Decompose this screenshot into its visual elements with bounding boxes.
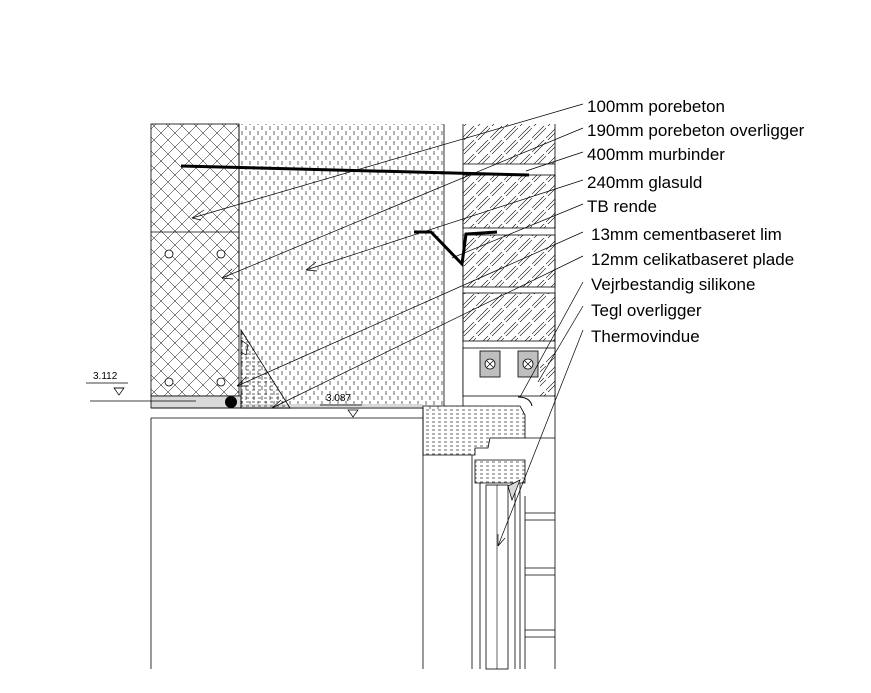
level-marker-left: 3.112 xyxy=(86,371,128,396)
label-400mm-murbinder: 400mm murbinder xyxy=(587,145,725,164)
leader-lines xyxy=(90,103,584,547)
callout-labels: 100mm porebeton 190mm porebeton overligg… xyxy=(587,97,805,346)
label-tegl-overligger: Tegl overligger xyxy=(591,301,702,320)
glasuld-insulation xyxy=(238,124,445,409)
lower-brick-stack xyxy=(524,437,555,669)
tegl-overligger xyxy=(462,347,556,397)
label-100mm-porebeton: 100mm porebeton xyxy=(587,97,725,116)
label-thermovindue: Thermovindue xyxy=(591,327,700,346)
cement-lim-wedge xyxy=(240,328,291,409)
label-240mm-glasuld: 240mm glasuld xyxy=(587,173,702,192)
outer-brick-wall xyxy=(462,124,556,669)
inner-porebeton-block xyxy=(150,123,240,397)
interior-wall-lines xyxy=(150,408,424,669)
thermovindue-frame xyxy=(422,405,526,670)
tb-rende-profile xyxy=(414,230,498,268)
label-tb-rende: TB rende xyxy=(587,197,657,216)
label-12mm-celikatbaseret-plade: 12mm celikatbaseret plade xyxy=(591,250,794,269)
level-left-text: 3.112 xyxy=(93,371,118,382)
level-marker-right: 3.087 xyxy=(320,393,362,418)
silikone-joint xyxy=(517,396,533,407)
level-right-text: 3.087 xyxy=(326,393,351,404)
label-190mm-porebeton-overligger: 190mm porebeton overligger xyxy=(587,121,805,140)
label-13mm-cementbaseret-lim: 13mm cementbaseret lim xyxy=(591,225,782,244)
label-vejrbestandig-silikone: Vejrbestandig silikone xyxy=(591,275,755,294)
